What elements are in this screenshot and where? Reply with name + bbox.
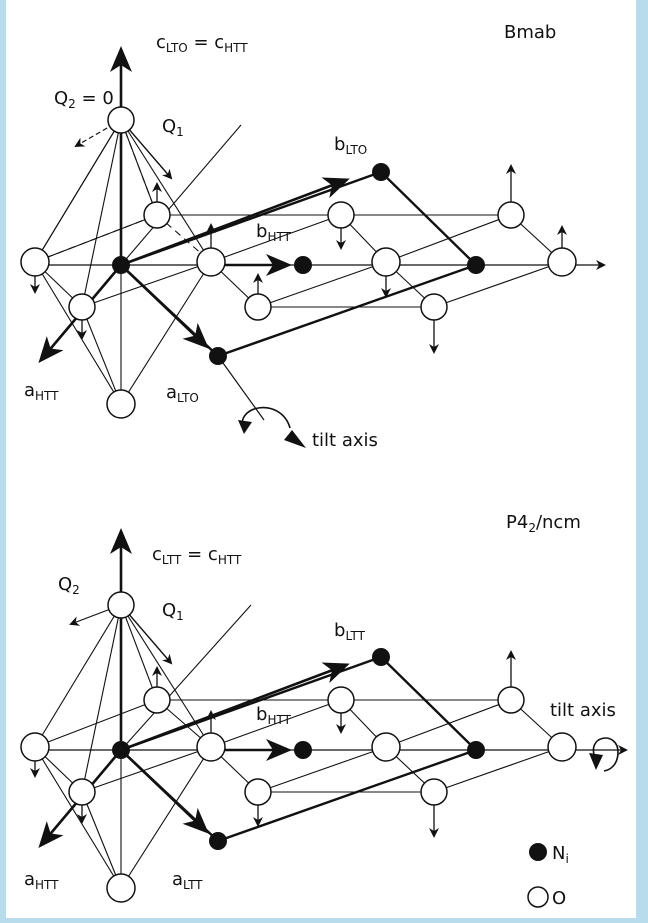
b-lto-axis-arrow <box>120 177 350 267</box>
c-axis-label: cLTO = cHTT <box>156 32 248 55</box>
tilt-rotation-arc <box>241 406 291 433</box>
a-ltt-label: aLTT <box>172 869 203 892</box>
tilt-rotation-arc <box>592 737 619 772</box>
a-htt-label: aHTT <box>24 869 59 892</box>
tilt-axis-label: tilt axis <box>312 430 378 451</box>
q2-label: Q2 = 0 <box>54 88 114 111</box>
b-lto-label: bLTO <box>334 134 367 157</box>
ni-atoms <box>112 648 485 850</box>
q1-label: Q1 <box>162 116 184 139</box>
space-group-label: P42/ncm <box>506 512 581 535</box>
a-htt-label: aHTT <box>24 380 59 403</box>
tilt-axis-label: tilt axis <box>550 700 616 721</box>
b-ltt-label: bLTT <box>334 620 366 643</box>
bottom-labels: P42/ncm cLTT = cHTT Q2 Q1 bLTT bHTT tilt… <box>24 512 616 892</box>
legend-o-marker <box>527 886 549 908</box>
q2-label: Q2 <box>58 574 80 597</box>
octahedron-dashed-edges <box>34 119 212 263</box>
ni-atoms <box>112 163 485 365</box>
legend: Ni O <box>527 843 569 909</box>
bottom-structure-diagram <box>20 528 628 903</box>
a-lto-label: aLTO <box>166 382 199 405</box>
c-axis-label: cLTT = cHTT <box>152 544 242 567</box>
a-lto-axis-arrow <box>120 264 209 349</box>
displacement-arrows <box>30 650 516 838</box>
figure-panel: Bmab cLTO = cHTT Q2 = 0 Q1 bLTO bHTT aHT… <box>6 0 636 918</box>
structure-figure: Bmab cLTO = cHTT Q2 = 0 Q1 bLTO bHTT aHT… <box>20 22 628 909</box>
top-labels: Bmab cLTO = cHTT Q2 = 0 Q1 bLTO bHTT aHT… <box>24 22 556 451</box>
octahedron-edges <box>34 604 252 889</box>
legend-o-label: O <box>552 888 566 909</box>
oxygen-atoms <box>20 591 577 903</box>
a-ltt-axis-arrow <box>120 749 209 834</box>
legend-ni-label: Ni <box>552 843 569 866</box>
tilt-axis-line <box>217 355 265 421</box>
space-group-label: Bmab <box>504 22 556 43</box>
b-htt-label: bHTT <box>256 704 292 727</box>
top-structure-diagram <box>20 46 606 448</box>
b-ltt-axis-arrow <box>120 662 350 752</box>
legend-ni-marker <box>529 843 547 861</box>
oxygen-atoms <box>20 106 577 419</box>
b-htt-label: bHTT <box>256 221 292 244</box>
q1-label: Q1 <box>162 600 184 623</box>
